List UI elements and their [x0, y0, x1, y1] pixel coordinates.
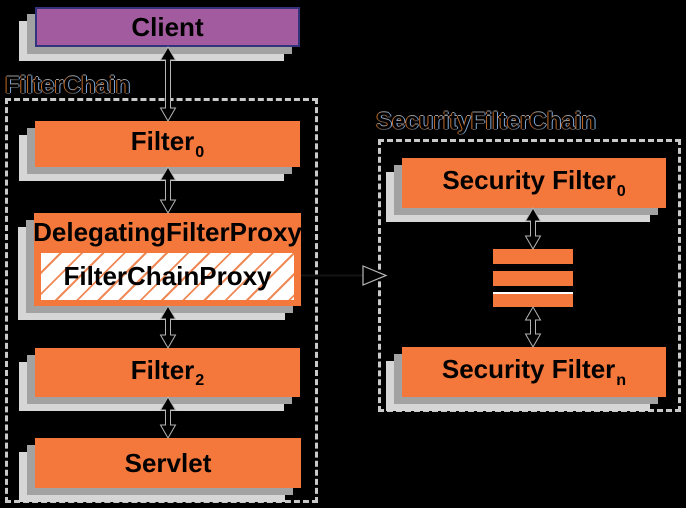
security-filtern-subscript: n: [616, 370, 627, 389]
security-filter0-box: Security Filter0: [402, 158, 666, 208]
security-filtern-label: Security Filtern: [441, 354, 627, 389]
ellipsis-bar: [493, 292, 573, 307]
servlet-label: Servlet: [124, 447, 212, 478]
security-filter0-subscript: 0: [616, 181, 626, 200]
servlet-box: Servlet: [35, 438, 301, 488]
filter-chain-proxy-label: FilterChainProxy: [63, 261, 272, 291]
filter2-box: Filter2: [35, 348, 300, 397]
filter0-box: Filter0: [35, 121, 300, 167]
security-filter0-label: Security Filter0: [442, 165, 626, 200]
securityfilterchain-label: SecurityFilterChain: [376, 108, 597, 135]
ellipsis-bar: [493, 271, 573, 286]
delegating-filter-proxy-label: DelegatingFilterProxy: [33, 216, 302, 247]
client-label: Client: [131, 11, 204, 42]
client-box: Client: [35, 7, 300, 47]
security-filtern-box: Security Filtern: [402, 347, 666, 397]
delegating-filter-proxy-box: DelegatingFilterProxy FilterChainProxy: [33, 213, 302, 306]
filter2-subscript: 2: [195, 371, 205, 390]
filter2-label: Filter2: [130, 354, 205, 390]
filterchain-label: FilterChain: [5, 72, 131, 99]
ellipsis-bar: [493, 249, 573, 264]
filter0-subscript: 0: [195, 142, 205, 161]
filter-chain-proxy-box: FilterChainProxy: [39, 251, 296, 302]
filter0-label: Filter0: [130, 126, 205, 161]
